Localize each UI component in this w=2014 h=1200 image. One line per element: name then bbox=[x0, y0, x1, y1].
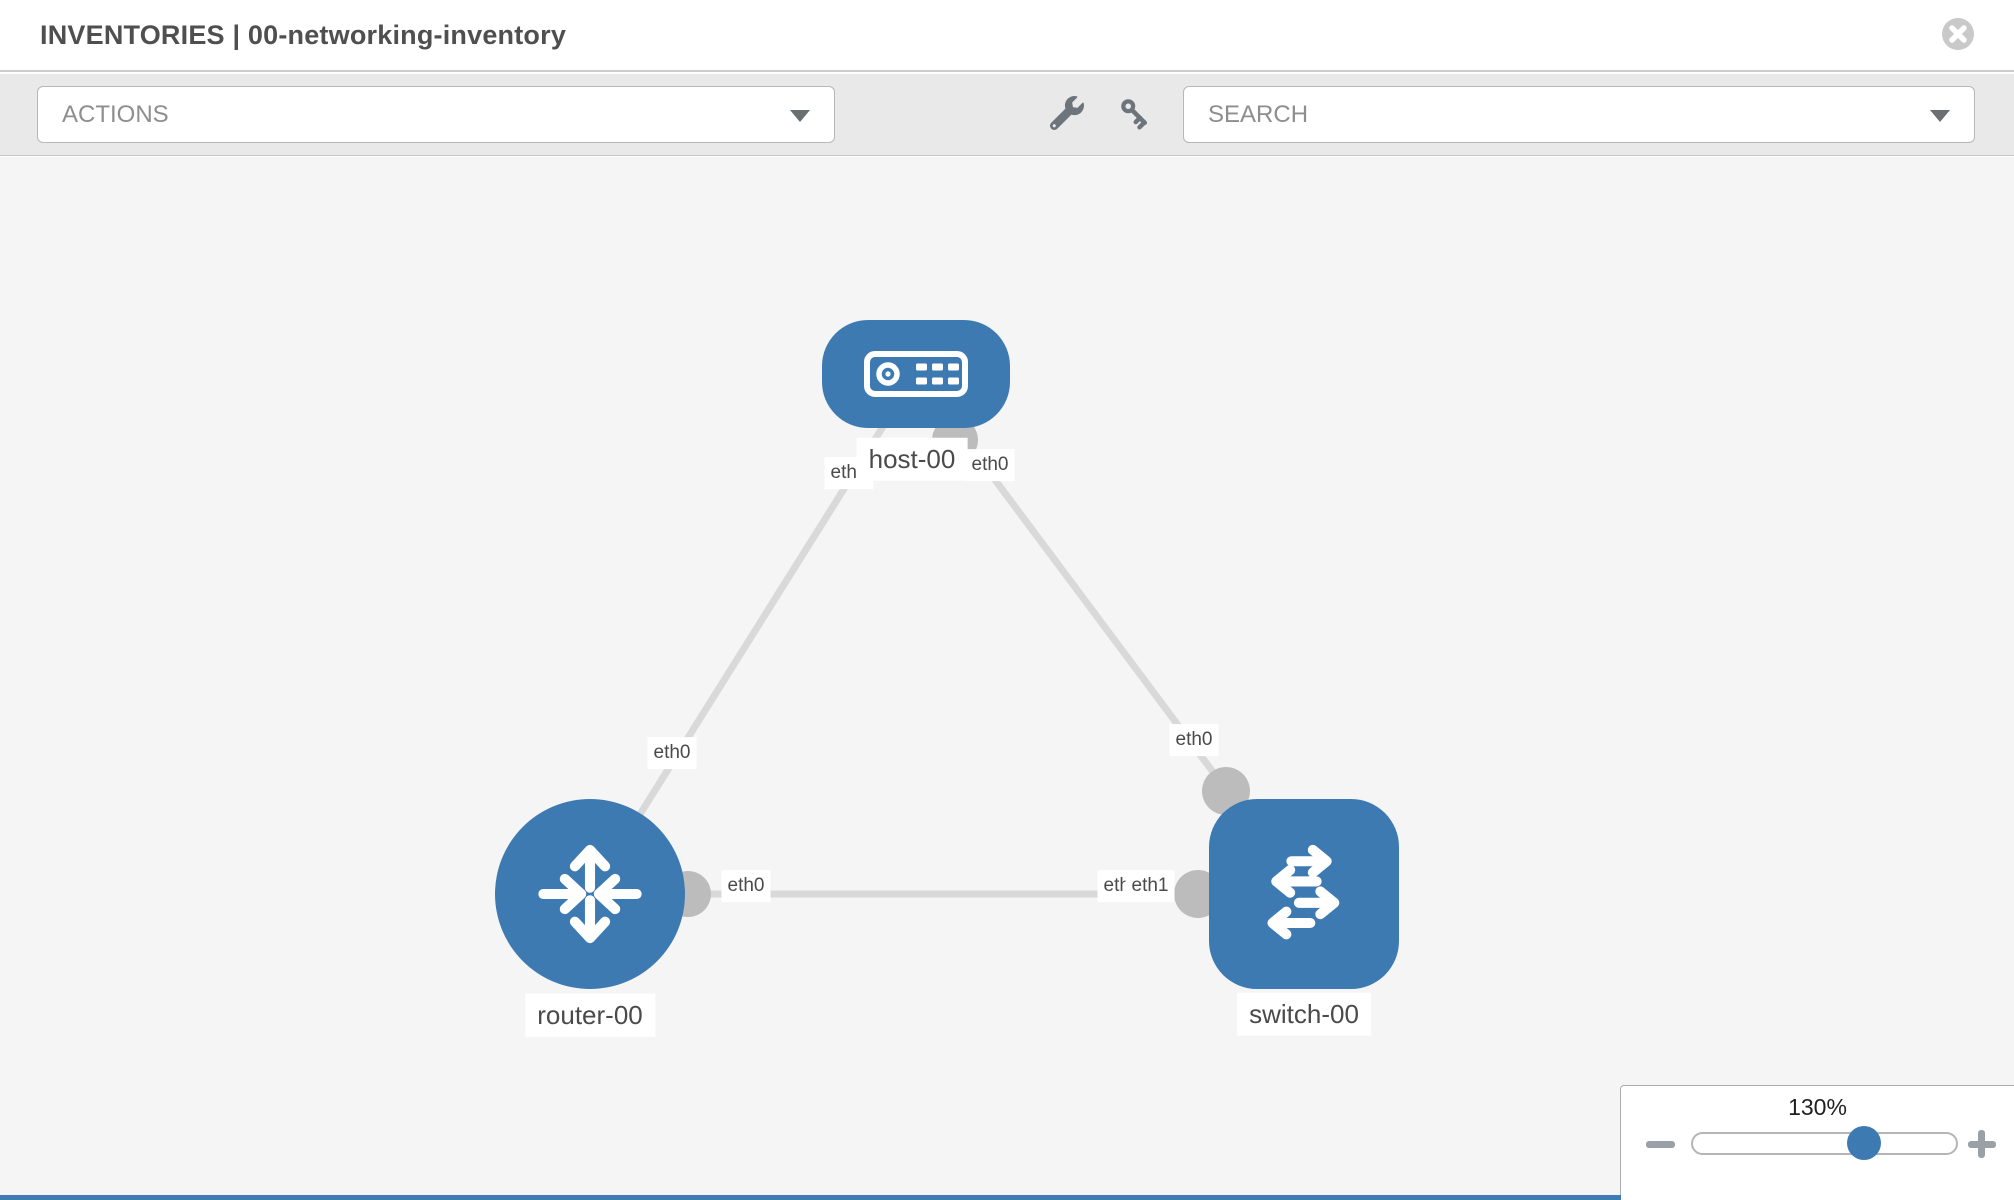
configure-button[interactable] bbox=[1049, 96, 1084, 131]
plus-icon bbox=[1978, 1130, 1985, 1158]
close-icon bbox=[1942, 18, 1974, 50]
port-label-eth0[interactable]: eth0 bbox=[965, 449, 1015, 481]
port-label-eth1[interactable]: eth1 bbox=[1125, 870, 1175, 902]
node-switch-00[interactable] bbox=[1209, 799, 1399, 989]
zoom-value: 130% bbox=[1788, 1094, 1847, 1120]
credentials-button[interactable] bbox=[1118, 96, 1152, 130]
zoom-out-button[interactable] bbox=[1646, 1141, 1675, 1148]
link-lines bbox=[587, 371, 1307, 898]
zoom-panel: 130% bbox=[1620, 1085, 2014, 1200]
node-router-00[interactable] bbox=[495, 799, 685, 989]
topology-canvas[interactable]: eth0 eth0 eth0 eth0 eth0 eth0 eth1 host-… bbox=[0, 157, 2014, 1200]
node-host-00[interactable] bbox=[822, 320, 1010, 428]
search-input[interactable] bbox=[1208, 89, 1908, 140]
actions-dropdown[interactable]: ACTIONS bbox=[37, 86, 835, 143]
close-button[interactable] bbox=[1941, 17, 1975, 51]
key-icon bbox=[1121, 99, 1147, 130]
zoom-in-button[interactable] bbox=[1965, 1127, 1999, 1161]
bottom-accent-strip bbox=[0, 1195, 1621, 1200]
port-label-eth0[interactable]: eth0 bbox=[721, 870, 771, 902]
search-box[interactable] bbox=[1183, 86, 1975, 143]
toolbar: ACTIONS bbox=[0, 74, 2014, 156]
chevron-down-icon bbox=[1930, 110, 1950, 122]
node-label-router-00: router-00 bbox=[525, 993, 655, 1037]
node-label-host-00: host-00 bbox=[856, 437, 968, 481]
node-label-switch-00: switch-00 bbox=[1237, 992, 1371, 1036]
router-arrows-icon bbox=[538, 844, 642, 944]
page-title: INVENTORIES | 00-networking-inventory bbox=[40, 20, 567, 50]
wrench-icon bbox=[1049, 96, 1084, 131]
chevron-down-icon bbox=[790, 110, 810, 122]
title-bar: INVENTORIES | 00-networking-inventory bbox=[0, 0, 2014, 72]
zoom-slider-knob[interactable] bbox=[1847, 1126, 1881, 1160]
zoom-slider-track[interactable] bbox=[1691, 1126, 1958, 1160]
port-label-eth0[interactable]: eth0 bbox=[647, 737, 697, 769]
port-label-eth0[interactable]: eth0 bbox=[1169, 724, 1219, 756]
switch-arrows-icon bbox=[1267, 844, 1340, 940]
server-icon bbox=[864, 351, 968, 397]
actions-dropdown-label: ACTIONS bbox=[62, 100, 169, 128]
